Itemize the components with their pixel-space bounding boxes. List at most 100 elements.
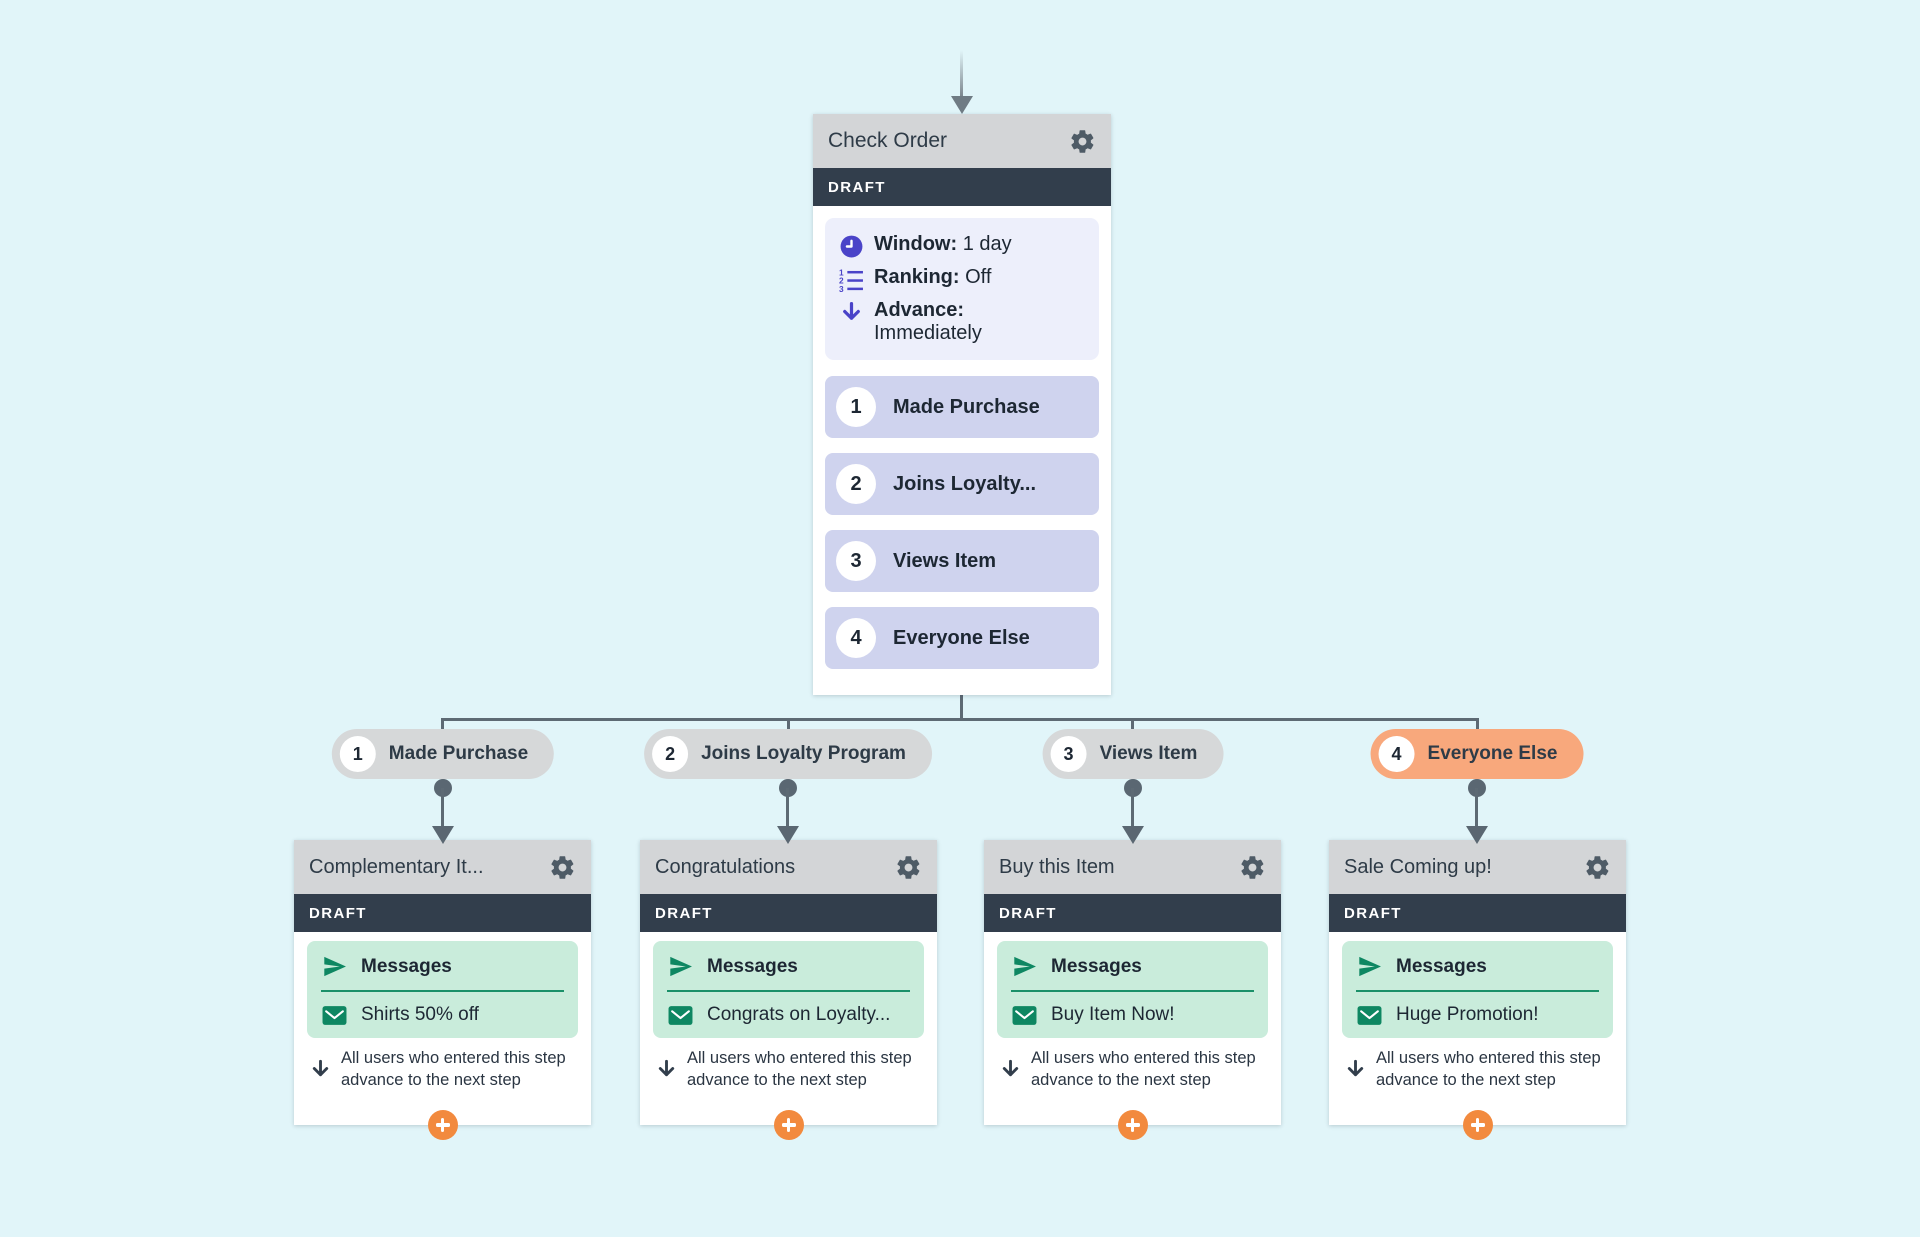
settings-gear-icon[interactable] (895, 854, 922, 881)
branch-number-badge: 2 (836, 464, 876, 504)
svg-text:3: 3 (839, 284, 844, 292)
message-name: Huge Promotion! (1396, 1004, 1539, 1025)
message-card-sale-coming-up[interactable]: Sale Coming up! DRAFT Messages Huge Prom… (1329, 840, 1626, 1140)
pill-connector-arrow-icon (1122, 826, 1144, 844)
pill-connector-line (786, 788, 789, 828)
message-name: Buy Item Now! (1051, 1004, 1175, 1025)
branch-number-badge: 1 (836, 387, 876, 427)
divider (1011, 990, 1254, 992)
status-text: DRAFT (828, 178, 886, 196)
messages-panel[interactable]: Messages Shirts 50% off (307, 941, 578, 1038)
pill-label: Views Item (1099, 743, 1198, 764)
pill-connector-arrow-icon (1466, 826, 1488, 844)
message-card-complementary[interactable]: Complementary It... DRAFT Messages Shirt… (294, 840, 591, 1140)
status-badge: DRAFT (984, 894, 1281, 932)
setting-row-advance: Advance: Immediately (838, 299, 1086, 345)
message-card-buy-this-item[interactable]: Buy this Item DRAFT Messages Buy Item No… (984, 840, 1281, 1140)
messages-header-row: Messages (321, 954, 564, 979)
branch-pill-made-purchase[interactable]: 1 Made Purchase (331, 729, 555, 779)
advance-note: All users who entered this step advance … (1343, 1048, 1614, 1092)
setting-label: Ranking: (874, 266, 960, 288)
pill-connector-arrow-icon (432, 826, 454, 844)
branch-item-3[interactable]: 3 Views Item (825, 530, 1099, 592)
messages-header-row: Messages (1011, 954, 1254, 979)
add-step-button[interactable] (773, 1110, 804, 1140)
pill-connector-line (441, 788, 444, 828)
branch-label: Views Item (893, 549, 997, 572)
branch-item-1[interactable]: 1 Made Purchase (825, 376, 1099, 438)
pill-connector-line (1131, 788, 1134, 828)
message-row[interactable]: Shirts 50% off (321, 1004, 564, 1026)
trigger-split-node[interactable]: Check Order DRAFT Window: 1 day (813, 114, 1111, 695)
node-title: Sale Coming up! (1344, 855, 1492, 878)
setting-row-window: Window: 1 day (838, 233, 1086, 259)
advance-note: All users who entered this step advance … (998, 1048, 1269, 1092)
branch-label: Everyone Else (893, 626, 1030, 649)
node-header: Congratulations (640, 840, 937, 894)
message-row[interactable]: Huge Promotion! (1356, 1004, 1599, 1026)
down-arrow-icon (654, 1058, 678, 1081)
message-card-congratulations[interactable]: Congratulations DRAFT Messages Congrats … (640, 840, 937, 1140)
divider (1356, 990, 1599, 992)
branch-pill-joins-loyalty[interactable]: 2 Joins Loyalty Program (644, 729, 932, 779)
setting-text: Window: 1 day (874, 233, 1012, 256)
envelope-icon (667, 1005, 694, 1026)
pill-number-badge: 1 (339, 736, 376, 772)
incoming-connector-line (960, 50, 963, 96)
setting-label: Window: (874, 233, 958, 255)
messages-panel[interactable]: Messages Congrats on Loyalty... (653, 941, 924, 1038)
status-badge: DRAFT (294, 894, 591, 932)
messages-panel[interactable]: Messages Huge Promotion! (1342, 941, 1613, 1038)
messages-label: Messages (707, 955, 798, 977)
divider (321, 990, 564, 992)
advance-note: All users who entered this step advance … (308, 1048, 579, 1092)
status-text: DRAFT (655, 904, 713, 922)
message-row[interactable]: Congrats on Loyalty... (667, 1004, 910, 1026)
advance-note-text: All users who entered this step advance … (687, 1049, 912, 1089)
settings-gear-icon[interactable] (549, 854, 576, 881)
branch-pill-views-item[interactable]: 3 Views Item (1042, 729, 1224, 779)
pill-number-badge: 2 (652, 736, 689, 772)
branch-stub-1 (441, 718, 444, 731)
add-step-button[interactable] (427, 1110, 458, 1140)
clock-icon (838, 234, 865, 259)
setting-text: Advance: Immediately (874, 299, 982, 345)
branch-number-badge: 3 (836, 541, 876, 581)
branch-pill-everyone-else[interactable]: 4 Everyone Else (1370, 729, 1584, 779)
envelope-icon (321, 1005, 348, 1026)
branch-stub-4 (1476, 718, 1479, 731)
branch-stub-2 (787, 718, 790, 731)
settings-gear-icon[interactable] (1069, 128, 1096, 155)
branch-item-4[interactable]: 4 Everyone Else (825, 607, 1099, 669)
pill-connector-arrow-icon (777, 826, 799, 844)
settings-gear-icon[interactable] (1239, 854, 1266, 881)
node-header: Complementary It... (294, 840, 591, 894)
settings-gear-icon[interactable] (1584, 854, 1611, 881)
pill-number-badge: 4 (1378, 736, 1415, 772)
advance-note-text: All users who entered this step advance … (341, 1049, 566, 1089)
send-plane-icon (667, 954, 694, 979)
add-step-button[interactable] (1462, 1110, 1493, 1140)
branch-label: Made Purchase (893, 395, 1040, 418)
status-text: DRAFT (999, 904, 1057, 922)
svg-text:1: 1 (839, 267, 844, 277)
status-badge: DRAFT (1329, 894, 1626, 932)
down-arrow-icon (1343, 1058, 1367, 1081)
branch-stub-3 (1131, 718, 1134, 731)
message-row[interactable]: Buy Item Now! (1011, 1004, 1254, 1026)
node-header: Check Order (813, 114, 1111, 168)
branch-item-2[interactable]: 2 Joins Loyalty... (825, 453, 1099, 515)
add-step-button[interactable] (1117, 1110, 1148, 1140)
messages-panel[interactable]: Messages Buy Item Now! (997, 941, 1268, 1038)
status-text: DRAFT (309, 904, 367, 922)
setting-value: Off (965, 266, 992, 288)
send-plane-icon (321, 954, 348, 979)
pill-label: Everyone Else (1427, 743, 1558, 764)
down-arrow-icon (998, 1058, 1022, 1081)
branch-list: 1 Made Purchase 2 Joins Loyalty... 3 Vie… (813, 372, 1111, 669)
advance-arrow-icon (838, 300, 865, 325)
advance-note-text: All users who entered this step advance … (1376, 1049, 1601, 1089)
incoming-arrow-icon (951, 96, 973, 114)
down-arrow-icon (308, 1058, 332, 1081)
